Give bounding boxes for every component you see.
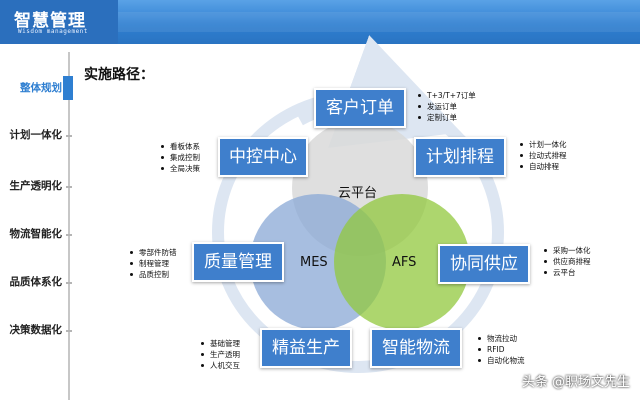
sidebar-divider <box>68 52 70 400</box>
bullet-item: 定制订单 <box>418 112 476 123</box>
bullet-item: 拉动式排程 <box>520 150 567 161</box>
header-band <box>118 12 640 32</box>
bullets-lean-production: 基础管理 生产透明 人机交互 <box>201 338 240 371</box>
node-lean-production[interactable]: 精益生产 <box>260 328 352 368</box>
sidebar-item-logistics-intelligence[interactable]: 物流智能化 <box>9 228 63 240</box>
bullet-item: 自动化物流 <box>478 355 525 366</box>
watermark: 头条 @职场文先生 <box>521 375 630 390</box>
bullet-item: RFID <box>478 344 525 355</box>
header-title-block: 智慧管理 Wisdom management <box>0 0 118 44</box>
header-bar: 智慧管理 Wisdom management <box>0 0 640 44</box>
sidebar-tick <box>66 282 72 284</box>
venn-label-cloud-platform: 云平台 <box>338 186 378 201</box>
sidebar-item-decision-data[interactable]: 决策数据化 <box>9 324 63 336</box>
sidebar-tick <box>66 135 72 137</box>
bullets-control-center: 看板体系 集成控制 全局决策 <box>161 141 200 174</box>
bullets-smart-logistics: 物流拉动 RFID 自动化物流 <box>478 333 525 366</box>
bullet-item: 全局决策 <box>161 163 200 174</box>
venn-label-mes: MES <box>300 255 328 270</box>
node-smart-logistics[interactable]: 智能物流 <box>370 328 462 368</box>
sidebar-item-overall-planning[interactable]: 整体规划 <box>20 82 62 94</box>
bullet-item: 制程管理 <box>130 258 177 269</box>
bullet-item: 云平台 <box>544 267 591 278</box>
node-quality-management[interactable]: 质量管理 <box>192 242 284 282</box>
bullet-item: 计划一体化 <box>520 139 567 150</box>
node-control-center[interactable]: 中控中心 <box>218 137 308 177</box>
bullet-item: 自动排程 <box>520 161 567 172</box>
bullet-item: 人机交互 <box>201 360 240 371</box>
node-customer-order[interactable]: 客户订单 <box>314 88 406 128</box>
sidebar-tick <box>66 234 72 236</box>
bullets-quality-management: 零部件防错 制程管理 品质控制 <box>130 247 177 280</box>
bullets-customer-order: T+3/T+7订单 发运订单 定制订单 <box>418 90 476 123</box>
bullet-item: 供应商排程 <box>544 256 591 267</box>
venn-label-afs: AFS <box>392 255 417 270</box>
node-planning-scheduling[interactable]: 计划排程 <box>414 137 506 177</box>
bullets-collaborative-supply: 采购一体化 供应商排程 云平台 <box>544 245 591 278</box>
bullet-item: 物流拉动 <box>478 333 525 344</box>
bullet-item: 生产透明 <box>201 349 240 360</box>
sidebar-item-production-transparency[interactable]: 生产透明化 <box>9 180 63 192</box>
node-collaborative-supply[interactable]: 协同供应 <box>438 244 530 284</box>
section-title: 实施路径： <box>84 67 154 83</box>
sidebar-item-quality-system[interactable]: 品质体系化 <box>9 276 63 288</box>
venn-circle-afs <box>334 194 470 330</box>
bullet-item: 采购一体化 <box>544 245 591 256</box>
bullets-planning: 计划一体化 拉动式排程 自动排程 <box>520 139 567 172</box>
bullet-item: 发运订单 <box>418 101 476 112</box>
bullet-item: 品质控制 <box>130 269 177 280</box>
page-title: 智慧管理 <box>14 11 86 31</box>
bullet-item: T+3/T+7订单 <box>418 90 476 101</box>
bullet-item: 零部件防错 <box>130 247 177 258</box>
sidebar-tick <box>66 330 72 332</box>
bullet-item: 看板体系 <box>161 141 200 152</box>
sidebar-tick <box>66 186 72 188</box>
bullet-item: 基础管理 <box>201 338 240 349</box>
sidebar-item-plan-integration[interactable]: 计划一体化 <box>9 129 63 141</box>
bullet-item: 集成控制 <box>161 152 200 163</box>
sidebar-active-marker <box>63 76 73 100</box>
page-subtitle: Wisdom management <box>18 28 88 35</box>
